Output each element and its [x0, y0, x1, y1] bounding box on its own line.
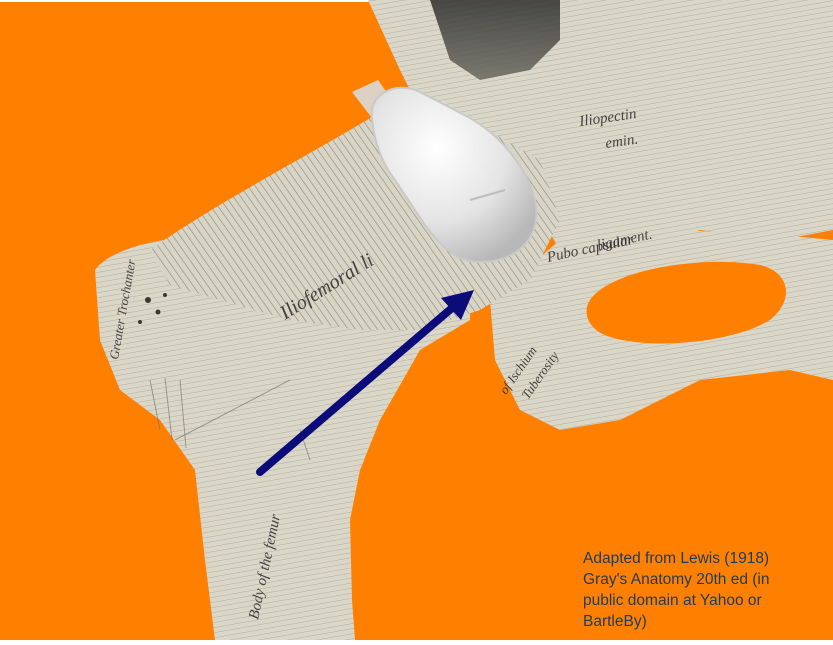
credit-line: Gray's Anatomy 20th ed (in — [583, 569, 833, 590]
credit-line: BartleBy) — [583, 611, 833, 632]
credit-line: public domain at Yahoo or — [583, 590, 833, 611]
credit-line: Adapted from Lewis (1918) — [583, 548, 833, 569]
credit-caption: Adapted from Lewis (1918) Gray's Anatomy… — [583, 548, 833, 632]
